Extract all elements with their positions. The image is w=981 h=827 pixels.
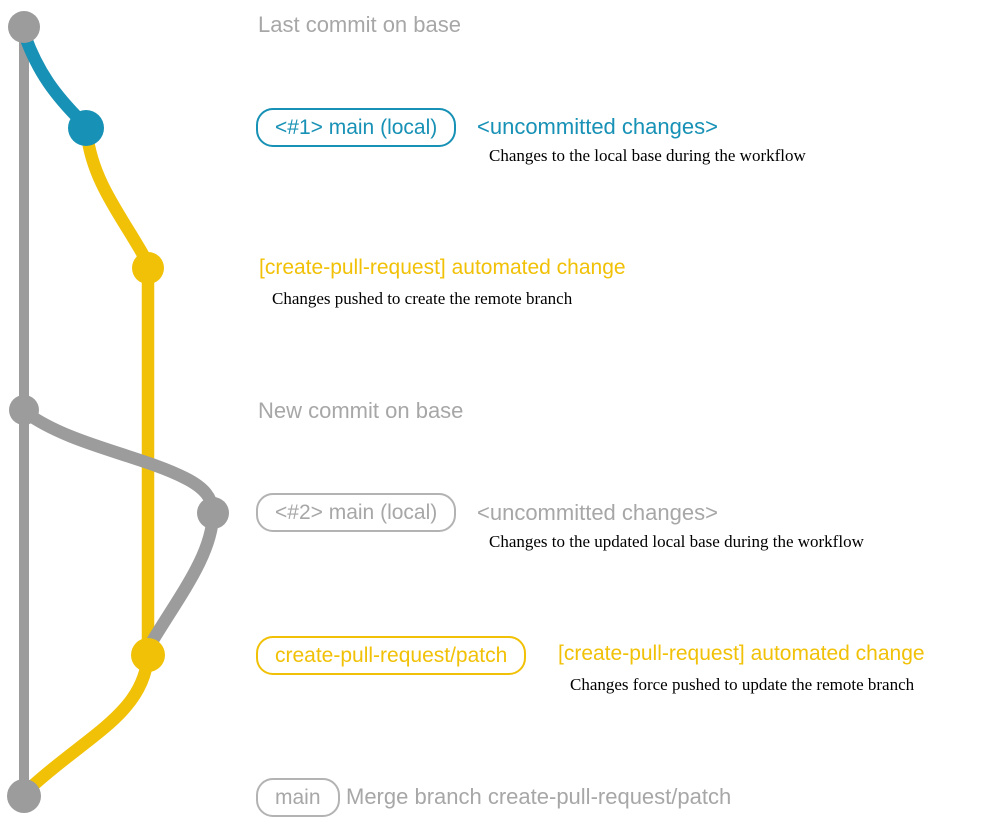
git-graph bbox=[7, 11, 229, 813]
last-commit-label: Last commit on base bbox=[258, 12, 461, 37]
merge-label: Merge branch create-pull-request/patch bbox=[346, 784, 732, 809]
branch2-status: <uncommitted changes> bbox=[477, 500, 718, 525]
commit-dot-patch-1 bbox=[132, 252, 164, 284]
push2-caption: Changes force pushed to update the remot… bbox=[570, 675, 915, 694]
patch-merge-line bbox=[21, 648, 155, 797]
uncommitted-branch-2-in-line bbox=[143, 507, 220, 652]
push1-label: [create-pull-request] automated change bbox=[259, 256, 626, 279]
branch2-caption: Changes to the updated local base during… bbox=[489, 532, 864, 551]
branch1-status: <uncommitted changes> bbox=[477, 114, 718, 139]
commit-dot-uncommitted-2 bbox=[197, 497, 229, 529]
branch2-tag: <#2> main (local) bbox=[256, 493, 457, 532]
commit-dot-base-merge bbox=[7, 779, 41, 813]
commit-dot-patch-2 bbox=[131, 638, 165, 672]
commit-dot-uncommitted-1 bbox=[68, 110, 104, 146]
branch1-tag: <#1> main (local) bbox=[256, 108, 457, 147]
commit-dot-base-new bbox=[9, 395, 39, 425]
new-commit-label: New commit on base bbox=[258, 398, 464, 423]
patch-tag: create-pull-request/patch bbox=[256, 636, 527, 675]
uncommitted-branch-1-line bbox=[18, 29, 89, 129]
push1-caption: Changes pushed to create the remote bran… bbox=[272, 289, 573, 308]
branch1-caption: Changes to the local base during the wor… bbox=[489, 146, 806, 165]
merge-tag: main bbox=[256, 778, 340, 817]
uncommitted-branch-2-out-line bbox=[18, 405, 220, 519]
commit-dot-base-top bbox=[8, 11, 40, 43]
push2-label: [create-pull-request] automated change bbox=[558, 642, 925, 665]
patch-branch-line bbox=[80, 127, 155, 657]
